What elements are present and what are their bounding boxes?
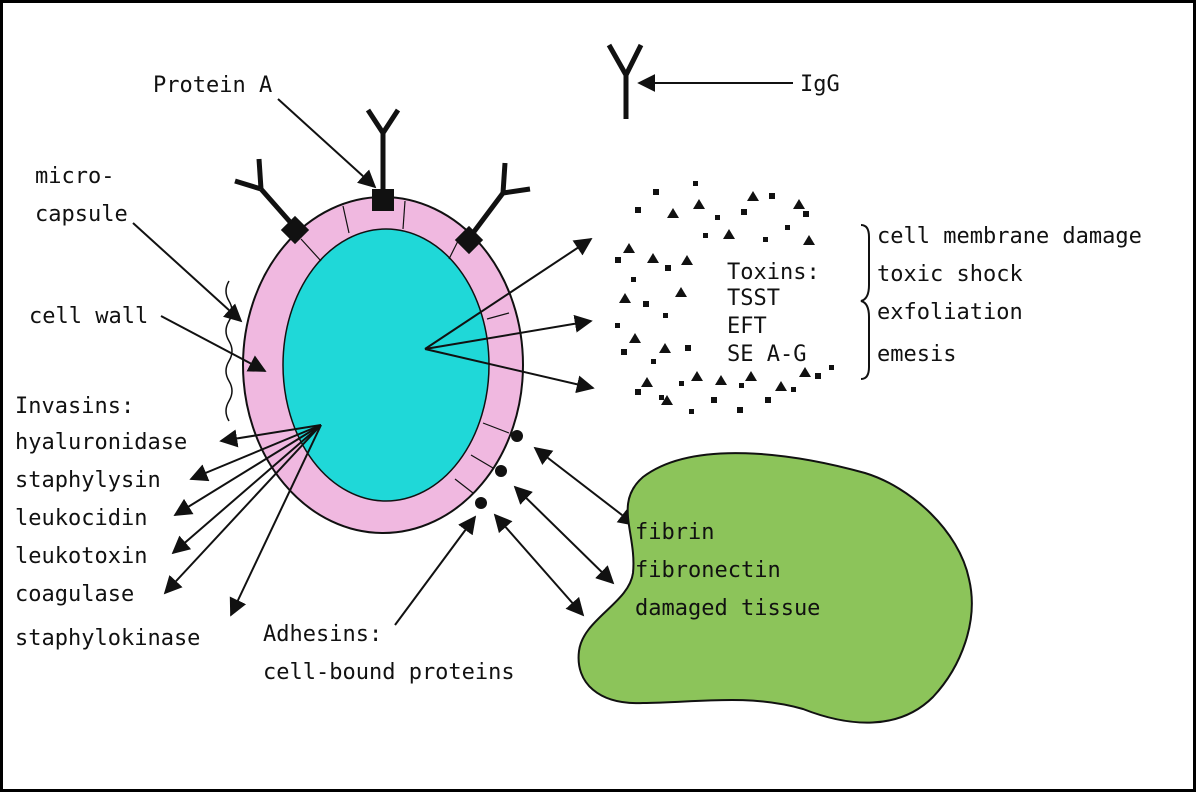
invasins-group: Invasins: hyaluronidase staphylysin leuk… <box>15 394 321 651</box>
protein-a-arrow <box>278 99 375 187</box>
cytoplasm <box>283 229 489 501</box>
adhesin-dot <box>495 465 507 477</box>
cell-wall-label: cell wall <box>29 304 148 329</box>
protein-a-label: Protein A <box>153 73 272 98</box>
toxin-effects-group: cell membrane damage toxic shock exfolia… <box>877 224 1142 367</box>
invasin-item: staphylysin <box>15 468 161 493</box>
toxin-effect-item: emesis <box>877 342 956 367</box>
bacterial-cell <box>243 197 523 533</box>
adhesins-arrow <box>395 517 475 625</box>
antibody-left <box>235 159 291 223</box>
invasin-item: hyaluronidase <box>15 430 187 455</box>
toxin-effect-item: cell membrane damage <box>877 224 1142 249</box>
invasin-item: leukocidin <box>15 506 147 531</box>
damaged-tissue: fibrin fibronectin damaged tissue <box>579 453 972 723</box>
staphylococcus-virulence-diagram: IgG Protein A micro- capsule cell wall I… <box>3 3 1196 795</box>
toxin-effects-brace <box>861 225 869 379</box>
invasin-item: coagulase <box>15 582 134 607</box>
adhesins-subtitle: cell-bound proteins <box>263 660 515 685</box>
antibody-right <box>473 163 530 233</box>
toxin-particles <box>615 181 834 414</box>
protein-a-square-top <box>372 189 394 211</box>
toxin-effect-item: toxic shock <box>877 262 1023 287</box>
igg-label: IgG <box>800 72 840 97</box>
tissue-shape <box>579 453 972 723</box>
adhesin-dot <box>511 430 523 442</box>
toxin-effect-item: exfoliation <box>877 300 1023 325</box>
adhesin-arrow <box>495 515 583 615</box>
antibody-top <box>368 110 398 189</box>
toxins-group: Toxins: TSST EFT SE A-G <box>727 260 820 367</box>
adhesins-group: Adhesins: cell-bound proteins <box>263 517 515 685</box>
toxin-item: EFT <box>727 314 767 339</box>
invasin-item: leukotoxin <box>15 544 147 569</box>
igg-antibody: IgG <box>609 45 840 119</box>
invasins-heading: Invasins: <box>15 394 134 419</box>
tissue-item: fibronectin <box>635 558 781 583</box>
adhesin-dot <box>475 497 487 509</box>
toxin-item: TSST <box>727 286 780 311</box>
microcapsule-label-line2: capsule <box>35 202 128 227</box>
microcapsule-arrow <box>133 223 241 321</box>
invasin-item: staphylokinase <box>15 626 200 651</box>
tissue-item: fibrin <box>635 520 714 545</box>
toxins-heading: Toxins: <box>727 260 820 285</box>
adhesin-arrow <box>535 448 635 525</box>
protein-a-group: Protein A <box>153 73 375 187</box>
igg-icon <box>609 45 641 119</box>
tissue-item: damaged tissue <box>635 596 820 621</box>
toxin-item: SE A-G <box>727 342 806 367</box>
microcapsule-label-line1: micro- <box>35 164 114 189</box>
adhesin-arrow <box>515 487 613 583</box>
microcapsule-group: micro- capsule <box>35 164 241 421</box>
adhesins-heading: Adhesins: <box>263 622 382 647</box>
